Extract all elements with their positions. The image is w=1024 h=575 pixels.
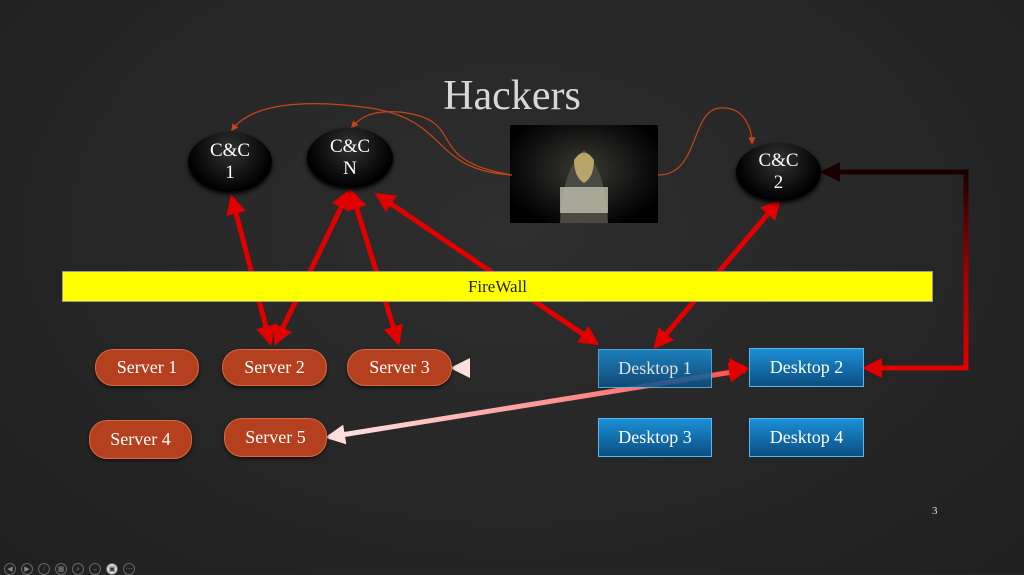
desktop-3: Desktop 3 bbox=[598, 418, 712, 457]
control-curve-cc1 bbox=[231, 103, 513, 176]
server-3: Server 3 bbox=[347, 349, 452, 386]
cc-label: C&C bbox=[329, 136, 371, 157]
arrow-cc2-desktop2 bbox=[820, 162, 969, 378]
desktop-1: Desktop 1 bbox=[598, 349, 712, 388]
subtitles-icon[interactable]: – bbox=[89, 563, 101, 575]
control-curve-cc2 bbox=[657, 107, 756, 176]
slideshow-toolbar: ◀ ▶ / ▦ ⌕ – ▣ ⋯ bbox=[4, 563, 135, 575]
cc-id: 2 bbox=[773, 172, 784, 193]
page-number: 3 bbox=[932, 505, 938, 517]
server-1: Server 1 bbox=[95, 349, 199, 386]
control-curve-ccn bbox=[351, 111, 513, 176]
server-4: Server 4 bbox=[89, 420, 192, 459]
arrow-ccn-desktop1 bbox=[374, 192, 600, 346]
presenter-view-icon[interactable]: ▣ bbox=[106, 563, 118, 575]
server-2: Server 2 bbox=[222, 349, 327, 386]
arrow-ccn-server3 bbox=[347, 189, 403, 346]
server-5: Server 5 bbox=[224, 418, 327, 457]
desktop-4: Desktop 4 bbox=[749, 418, 864, 457]
cc-id: 1 bbox=[225, 162, 235, 183]
zoom-icon[interactable]: ⌕ bbox=[72, 563, 84, 575]
cc-label: C&C bbox=[209, 140, 251, 161]
firewall: FireWall bbox=[62, 271, 933, 302]
previous-icon[interactable]: ◀ bbox=[4, 563, 16, 575]
more-icon[interactable]: ⋯ bbox=[123, 563, 135, 575]
arrow-ccn-server2 bbox=[273, 189, 351, 346]
desktop-2: Desktop 2 bbox=[749, 348, 864, 387]
cc-label: C&C bbox=[758, 150, 799, 171]
arrow-cc1-server2 bbox=[226, 194, 276, 346]
next-icon[interactable]: ▶ bbox=[21, 563, 33, 575]
slides-icon[interactable]: ▦ bbox=[55, 563, 67, 575]
pen-icon[interactable]: / bbox=[38, 563, 50, 575]
slide-title: Hackers bbox=[443, 73, 581, 119]
cc-id: N bbox=[343, 158, 357, 179]
